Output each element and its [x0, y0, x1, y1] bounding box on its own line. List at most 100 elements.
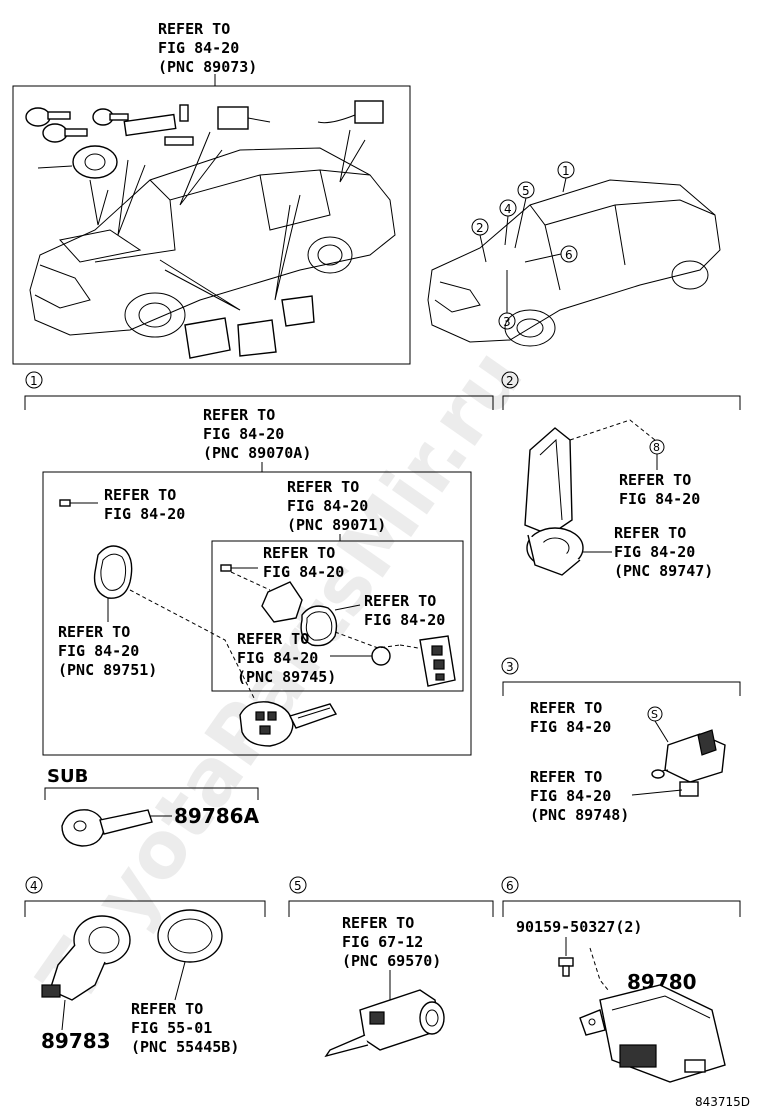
svg-text:FIG 55-01: FIG 55-01	[131, 1019, 212, 1037]
section-4-refer: REFER TO FIG 55-01 (PNC 55445B)	[131, 1000, 239, 1056]
svg-text:6: 6	[506, 879, 514, 893]
lock-cylinder-part	[324, 989, 445, 1058]
svg-text:FIG 84-20: FIG 84-20	[104, 505, 185, 523]
svg-text:6: 6	[565, 248, 573, 262]
master-key-part	[239, 701, 338, 747]
svg-text:FIG 84-20: FIG 84-20	[530, 787, 611, 805]
section-6-bolt-number: 90159-50327(2)	[516, 918, 642, 936]
svg-text:1: 1	[562, 164, 570, 178]
svg-text:FIG 84-20: FIG 84-20	[619, 490, 700, 508]
svg-text:FIG 84-20: FIG 84-20	[237, 649, 318, 667]
sub-section: SUB	[44, 766, 259, 800]
section-1-battery-refer: REFER TO FIG 84-20 (PNC 89745)	[237, 630, 336, 686]
sensor-part	[631, 729, 726, 797]
section-1-box	[42, 471, 472, 756]
svg-text:REFER TO: REFER TO	[619, 471, 691, 489]
svg-text:REFER TO: REFER TO	[614, 524, 686, 542]
svg-text:(PNC 55445B): (PNC 55445B)	[131, 1038, 239, 1056]
svg-text:FIG 84-20: FIG 84-20	[263, 563, 344, 581]
svg-text:REFER TO: REFER TO	[158, 20, 230, 38]
car-illustration-small	[427, 179, 721, 347]
inner-screw-part	[220, 564, 271, 591]
svg-text:5: 5	[294, 879, 302, 893]
svg-text:REFER TO: REFER TO	[104, 486, 176, 504]
section-4-header: 4	[24, 876, 266, 917]
svg-text:1: 1	[30, 374, 38, 388]
svg-text:REFER TO: REFER TO	[530, 768, 602, 786]
section-1-cover-refer: REFER TO FIG 84-20 (PNC 89751)	[58, 623, 157, 679]
svg-text:3: 3	[503, 315, 511, 329]
section-1-screw-refer: REFER TO FIG 84-20	[104, 486, 185, 523]
section-4-part-number: 89783	[41, 1029, 111, 1053]
svg-text:(PNC 89071): (PNC 89071)	[287, 516, 386, 534]
sub-key-part	[61, 809, 172, 847]
overview-arrows	[89, 129, 366, 311]
svg-text:REFER TO: REFER TO	[263, 544, 335, 562]
key-cover-part	[93, 545, 256, 701]
svg-text:(PNC 89748): (PNC 89748)	[530, 806, 629, 824]
section-3-refer-b: REFER TO FIG 84-20 (PNC 89748)	[530, 768, 629, 824]
immobilizer-amplifier-part	[524, 419, 656, 576]
section-1-header: 1	[24, 371, 494, 410]
section-3-circle-s: S	[647, 706, 669, 743]
section-2-refer-b: REFER TO FIG 84-20 (PNC 89747)	[614, 524, 713, 580]
ignition-coil-part	[41, 915, 131, 1031]
section-5-refer: REFER TO FIG 67-12 (PNC 69570)	[342, 914, 441, 970]
svg-text:REFER TO: REFER TO	[58, 623, 130, 641]
svg-text:(PNC 89751): (PNC 89751)	[58, 661, 157, 679]
svg-text:FIG 84-20: FIG 84-20	[530, 718, 611, 736]
svg-text:REFER TO: REFER TO	[342, 914, 414, 932]
svg-text:2: 2	[476, 221, 484, 235]
svg-text:(PNC 89745): (PNC 89745)	[237, 668, 336, 686]
svg-text:FIG 84-20: FIG 84-20	[203, 425, 284, 443]
section-1-ring-refer: REFER TO FIG 84-20	[364, 592, 445, 629]
section-1-inner-screw-refer: REFER TO FIG 84-20	[263, 544, 344, 581]
section-1-outer-refer: REFER TO FIG 84-20 (PNC 89070A)	[203, 406, 311, 462]
battery-part	[330, 631, 401, 666]
o-ring-part	[300, 604, 361, 647]
svg-text:REFER TO: REFER TO	[131, 1000, 203, 1018]
svg-text:REFER TO: REFER TO	[287, 478, 359, 496]
trim-ring-part	[157, 909, 223, 1001]
svg-text:2: 2	[506, 374, 514, 388]
svg-text:REFER TO: REFER TO	[364, 592, 436, 610]
transmitter-buttons-part	[399, 635, 456, 687]
svg-text:(PNC 89073): (PNC 89073)	[158, 58, 257, 76]
svg-text:REFER TO: REFER TO	[203, 406, 275, 424]
section-1-inner-box	[211, 540, 464, 692]
section-1-inner-refer: REFER TO FIG 84-20 (PNC 89071)	[287, 478, 386, 534]
sub-part-number: 89786A	[174, 804, 260, 828]
section-3-header: 3	[501, 657, 741, 696]
svg-text:FIG 84-20: FIG 84-20	[287, 497, 368, 515]
overview-keys	[25, 100, 384, 359]
svg-text:8: 8	[653, 441, 660, 454]
svg-text:FIG 84-20: FIG 84-20	[58, 642, 139, 660]
top-overview-box	[12, 85, 411, 365]
top-refer-label: REFER TO FIG 84-20 (PNC 89073)	[158, 20, 257, 76]
footer-code: 843715D	[695, 1095, 750, 1109]
section-6-header: 6	[501, 876, 741, 917]
transmitter-housing-part	[261, 581, 303, 623]
svg-text:FIG 67-12: FIG 67-12	[342, 933, 423, 951]
svg-text:4: 4	[30, 879, 38, 893]
svg-text:(PNC 89070A): (PNC 89070A)	[203, 444, 311, 462]
section-2-refer-a: REFER TO FIG 84-20	[619, 471, 700, 508]
small-car-callouts: 1 2 3 4 5 6	[471, 161, 578, 330]
svg-text:5: 5	[522, 184, 530, 198]
section-5-header: 5	[288, 876, 494, 917]
svg-text:REFER TO: REFER TO	[237, 630, 309, 648]
bolt-part	[558, 937, 609, 991]
svg-text:SUB: SUB	[47, 766, 88, 787]
svg-text:3: 3	[506, 660, 514, 674]
svg-text:(PNC 69570): (PNC 69570)	[342, 952, 441, 970]
svg-text:4: 4	[504, 202, 512, 216]
svg-text:FIG 84-20: FIG 84-20	[364, 611, 445, 629]
svg-text:FIG 84-20: FIG 84-20	[158, 39, 239, 57]
screw-part	[59, 499, 98, 507]
section-3-refer-a: REFER TO FIG 84-20	[530, 699, 611, 736]
svg-text:REFER TO: REFER TO	[530, 699, 602, 717]
svg-text:FIG 84-20: FIG 84-20	[614, 543, 695, 561]
control-module-part	[579, 984, 726, 1083]
